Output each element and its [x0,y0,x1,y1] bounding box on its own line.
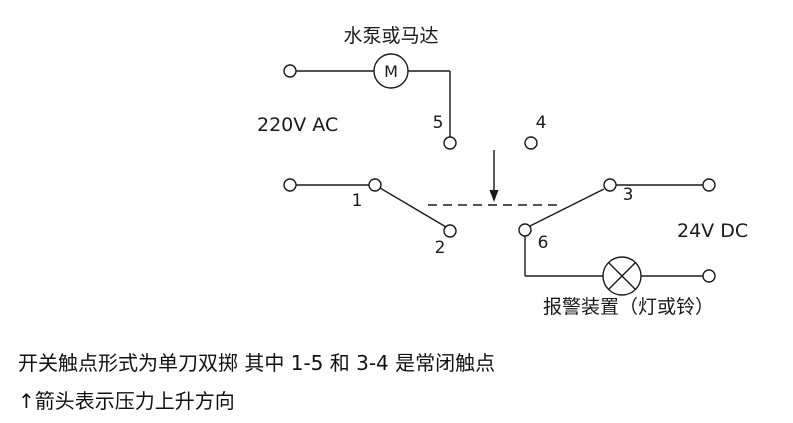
contact-4-label: 4 [536,113,547,133]
caption-line-1: 开关触点形式为单刀双掷 其中 1-5 和 3-4 是常闭触点 [18,351,496,375]
contact-5-label: 5 [433,113,444,133]
alarm-label: 报警装置（灯或铃） [543,296,714,318]
contact-1-label: 1 [352,191,363,211]
pressure-arrow-head-icon [489,190,499,202]
contact-1 [368,178,382,192]
contact-2 [443,224,457,238]
contact-6 [518,223,532,237]
terminal-ac-left-lower [283,178,297,192]
switch-arm-left [379,187,447,228]
motor-label: 水泵或马达 [343,25,438,47]
caption-line-2: ↑箭头表示压力上升方向 [18,389,235,413]
dc-source-label: 24V DC [677,220,748,242]
switch-arm-right [529,188,605,227]
caption-block: 开关触点形式为单刀双掷 其中 1-5 和 3-4 是常闭触点 ↑箭头表示压力上升… [18,344,495,420]
lamp-cross-line-2 [608,262,636,290]
contact-3-label: 3 [623,185,634,205]
motor-symbol-letter: M [384,62,398,81]
terminal-alarm-right [702,269,716,283]
contact-4 [524,136,538,150]
contact-6-label: 6 [538,233,549,253]
contact-2-label: 2 [435,238,446,258]
contact-5 [443,136,457,150]
spdt-switch-circuit-diagram: 水泵或马达 M 220V AC 5 4 1 2 6 3 [257,25,748,318]
terminal-dc-right [702,178,716,192]
terminal-ac-left [283,64,297,78]
ac-source-label: 220V AC [257,114,338,136]
contact-3 [603,178,617,192]
